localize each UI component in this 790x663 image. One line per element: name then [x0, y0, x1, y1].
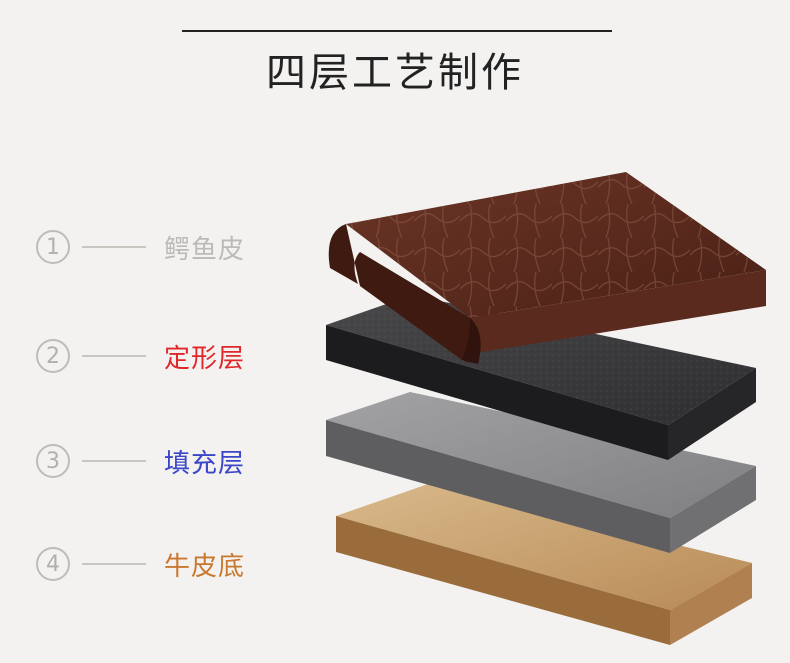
layer-label-4: 牛皮底: [164, 551, 246, 582]
cowhide-base-layer: [336, 484, 752, 645]
layer-label-2: 定形层: [164, 343, 246, 374]
connector-line: [82, 563, 146, 565]
layer-label-row-3: 3 填充层: [36, 440, 245, 482]
layer-label-row-2: 2 定形层: [36, 335, 245, 377]
layer-label-1: 鳄鱼皮: [164, 234, 246, 265]
layer-label-3: 填充层: [164, 448, 246, 479]
title-divider: [182, 30, 612, 32]
connector-line: [82, 355, 146, 357]
number-circle: 4: [36, 547, 70, 581]
crocodile-leather-layer: [328, 172, 766, 364]
number-circle: 3: [36, 444, 70, 478]
filling-layer: [326, 392, 756, 553]
layer-label-row-4: 4 牛皮底: [36, 543, 245, 585]
number-circle: 2: [36, 339, 70, 373]
number-circle: 1: [36, 230, 70, 264]
page-subtitle: 四层工艺制作: [266, 50, 524, 96]
connector-line: [82, 246, 146, 248]
layer-label-row-1: 1 鳄鱼皮: [36, 226, 245, 268]
connector-line: [82, 460, 146, 462]
